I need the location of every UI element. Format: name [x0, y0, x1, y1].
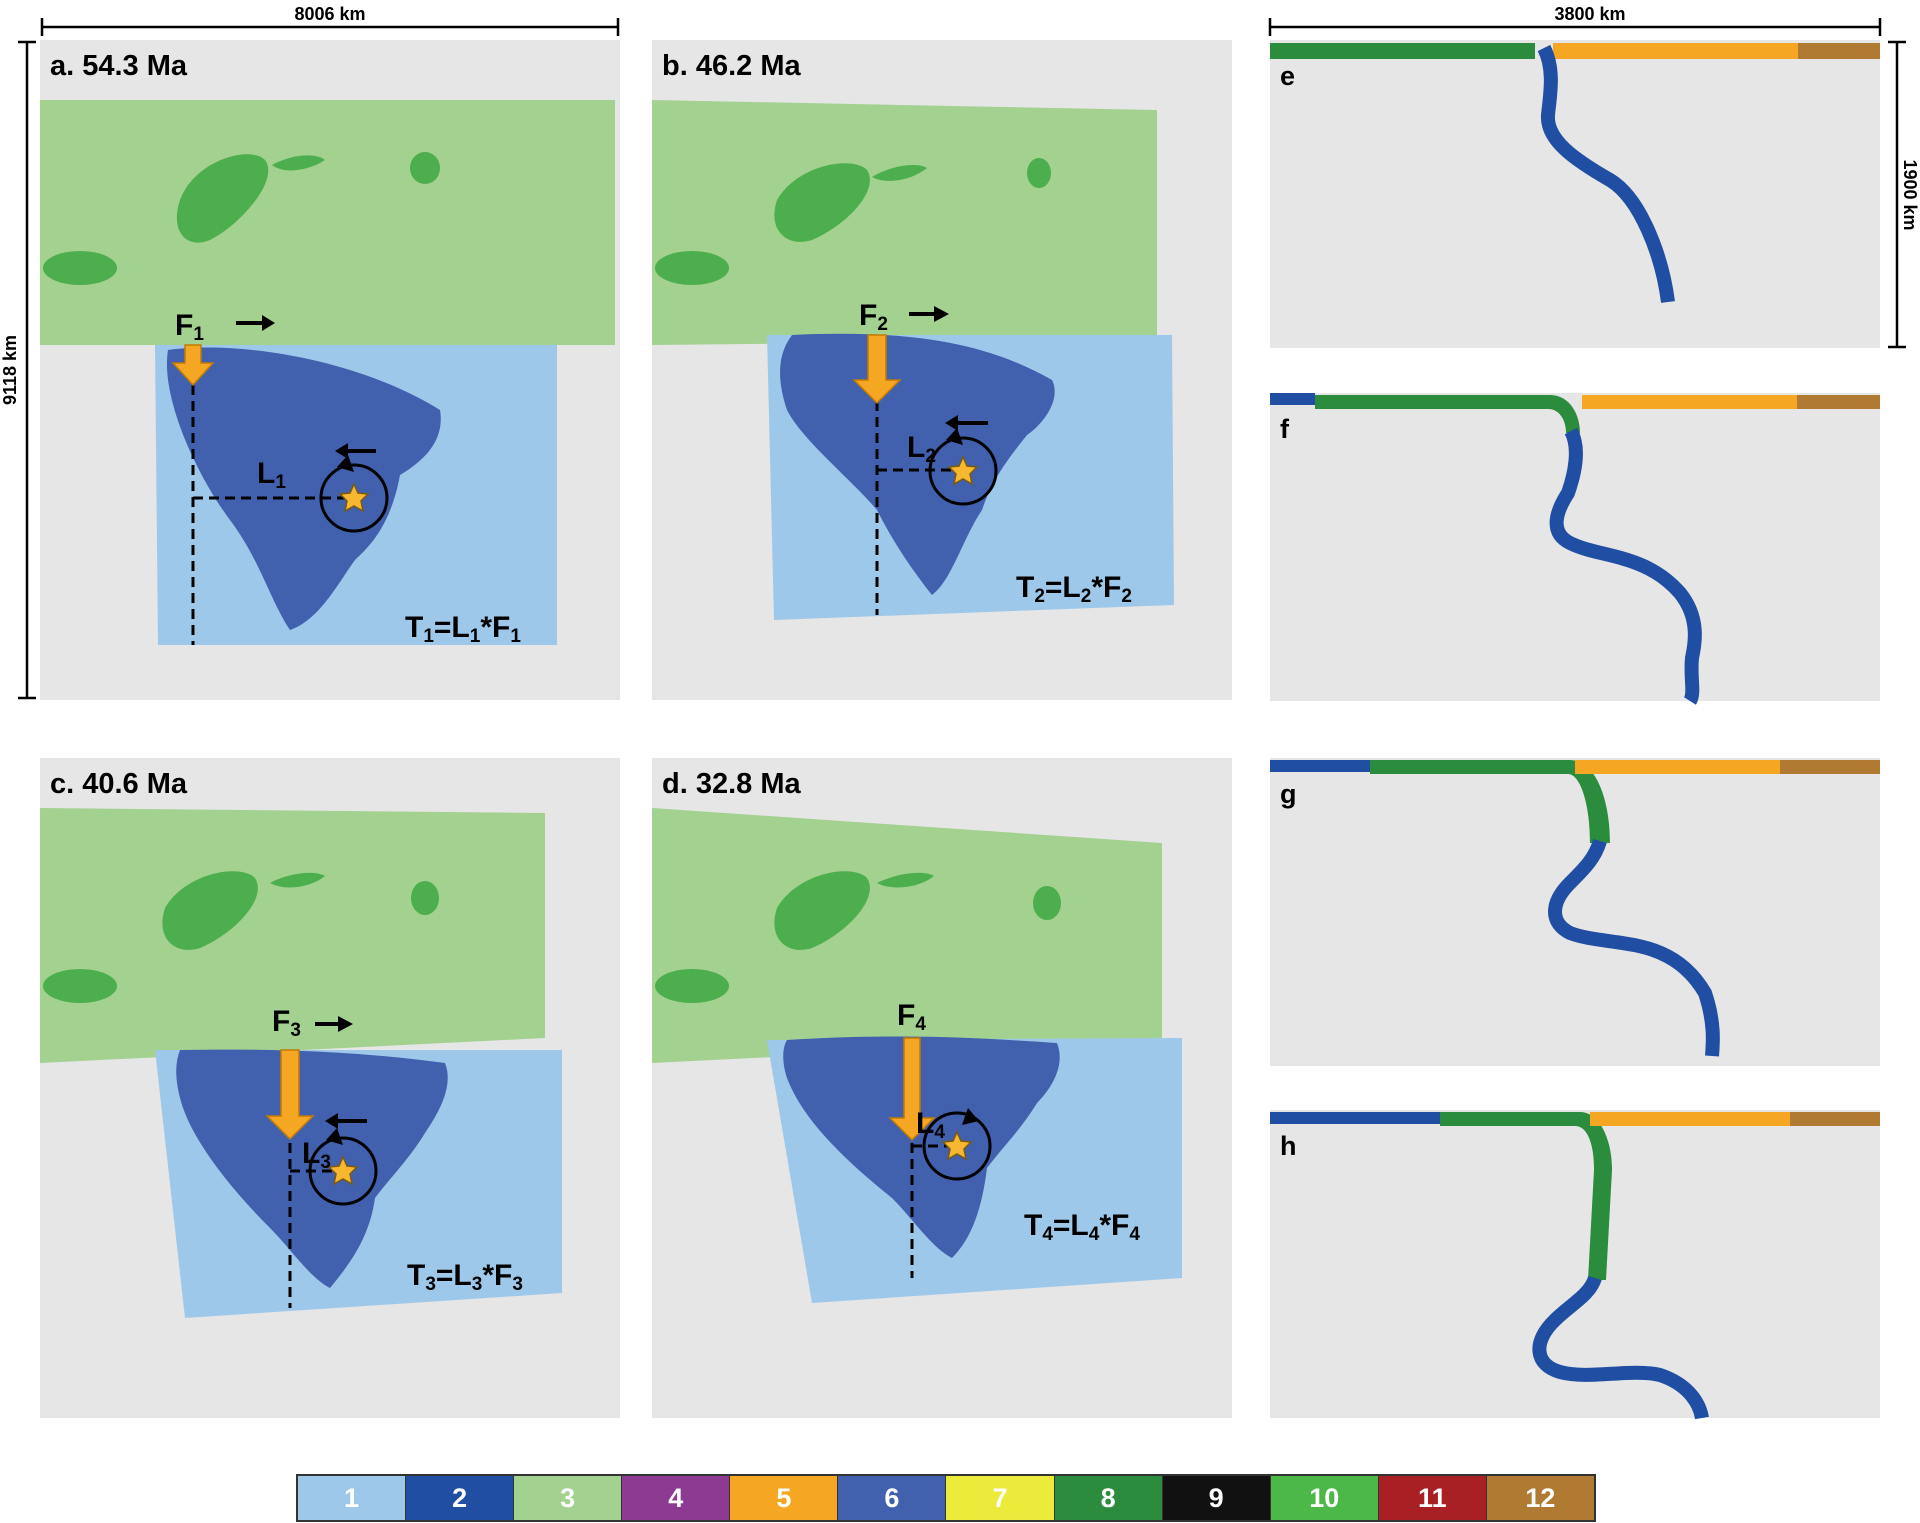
panel-label: g [1280, 779, 1297, 809]
map-panel-a: a. 54.3 Ma F1 L1 T1=L1*F1 [40, 40, 620, 700]
section-depth-label: 1900 km [1900, 159, 1920, 230]
torque-equation: T1=L1*F1 [405, 611, 521, 647]
panel-label: f [1280, 414, 1290, 444]
legend-swatch-4: 4 [622, 1476, 731, 1520]
panel-label: c. 40.6 Ma [50, 768, 188, 800]
rotation-circle [922, 1111, 992, 1181]
map-width-label: 8006 km [294, 4, 365, 24]
panel-label: a. 54.3 Ma [50, 50, 188, 82]
panel-label: h [1280, 1131, 1297, 1161]
continental-blocks [655, 158, 1051, 285]
plate-motion-arrow [315, 1016, 353, 1032]
force-label: F4 [897, 999, 926, 1035]
panel-label: b. 46.2 Ma [662, 50, 801, 82]
legend-swatch-10: 10 [1270, 1476, 1379, 1520]
section-panel-f: f [1270, 393, 1880, 705]
legend-swatch-7: 7 [946, 1476, 1055, 1520]
slab-outline [166, 347, 441, 630]
map-panel-b: b. 46.2 Ma F2 L2 T2=L2*F2 [652, 40, 1232, 700]
section-depth-scale-bar: 1900 km [1888, 40, 1920, 349]
star-icon [941, 1130, 973, 1161]
rotation-circle [308, 1136, 378, 1206]
map-height-scale-bar: 9118 km [0, 40, 36, 700]
force-arrow [171, 344, 215, 387]
continental-blocks [43, 152, 440, 285]
torque-equation: T3=L3*F3 [407, 1259, 523, 1295]
slab-path [1537, 44, 1675, 303]
slab-motion-arrow [945, 415, 988, 431]
slab-motion-arrow [335, 443, 376, 459]
force-arrow [888, 1037, 936, 1142]
section-width-label: 3800 km [1554, 4, 1625, 24]
slab-motion-arrow [325, 1113, 367, 1129]
force-label: F3 [272, 1005, 301, 1041]
overriding-plate [652, 100, 1157, 345]
legend-swatch-6: 6 [838, 1476, 947, 1520]
legend-swatch-9: 9 [1162, 1476, 1271, 1520]
slab-path [1532, 1275, 1709, 1420]
overriding-plate [40, 808, 545, 1063]
lever-arm-label: L4 [916, 1107, 945, 1143]
legend-swatch-5: 5 [730, 1476, 839, 1520]
slab-path [1549, 427, 1702, 705]
rotation-circle [928, 436, 998, 506]
overriding-plate [40, 100, 615, 345]
map-height-label: 9118 km [0, 335, 20, 405]
slab-outline [176, 1049, 448, 1288]
rotation-arrowhead [337, 455, 354, 472]
lever-arm-label: L3 [302, 1137, 331, 1173]
torque-equation: T4=L4*F4 [1024, 1209, 1140, 1245]
continental-blocks [655, 871, 1061, 1003]
torque-equation: T2=L2*F2 [1016, 571, 1132, 607]
section-panel-e: e [1270, 40, 1880, 348]
slab-outline [780, 333, 1055, 595]
plate-motion-arrow [236, 315, 275, 331]
star-icon [338, 482, 370, 513]
legend-swatch-1: 1 [298, 1476, 407, 1520]
legend-swatch-11: 11 [1378, 1476, 1487, 1520]
continental-blocks [43, 871, 439, 1003]
map-panel-c: c. 40.6 Ma F3 L3 T3=L3*F3 [40, 758, 620, 1418]
panel-label: d. 32.8 Ma [662, 768, 801, 800]
rotation-circle [319, 463, 389, 533]
rotation-arrowhead [326, 1128, 343, 1145]
star-icon [327, 1155, 359, 1186]
legend-swatch-2: 2 [406, 1476, 515, 1520]
slab-path [1548, 838, 1720, 1057]
force-arrow [265, 1049, 315, 1141]
force-label: F1 [175, 309, 204, 345]
legend-swatch-12: 12 [1486, 1476, 1594, 1520]
force-arrow [852, 334, 902, 405]
section-width-scale-bar: 3800 km [1268, 4, 1882, 36]
star-icon [947, 455, 979, 486]
overriding-plate [652, 808, 1162, 1063]
plate-motion-arrow [909, 306, 949, 322]
map-panel-d: d. 32.8 Ma F4 L4 T4=L4*F4 [652, 758, 1232, 1418]
legend-swatch-3: 3 [514, 1476, 623, 1520]
rotation-arrowhead [946, 428, 963, 445]
panel-label: e [1280, 61, 1295, 91]
force-label: F2 [859, 299, 888, 335]
lever-arm-label: L1 [257, 457, 286, 493]
lever-arm-label: L2 [907, 431, 936, 467]
map-width-scale-bar: 8006 km [40, 4, 620, 36]
legend-swatch-8: 8 [1054, 1476, 1163, 1520]
section-panel-g: g [1270, 758, 1880, 1066]
section-panel-h: h [1270, 1110, 1880, 1420]
rotation-arrowhead [962, 1108, 979, 1125]
